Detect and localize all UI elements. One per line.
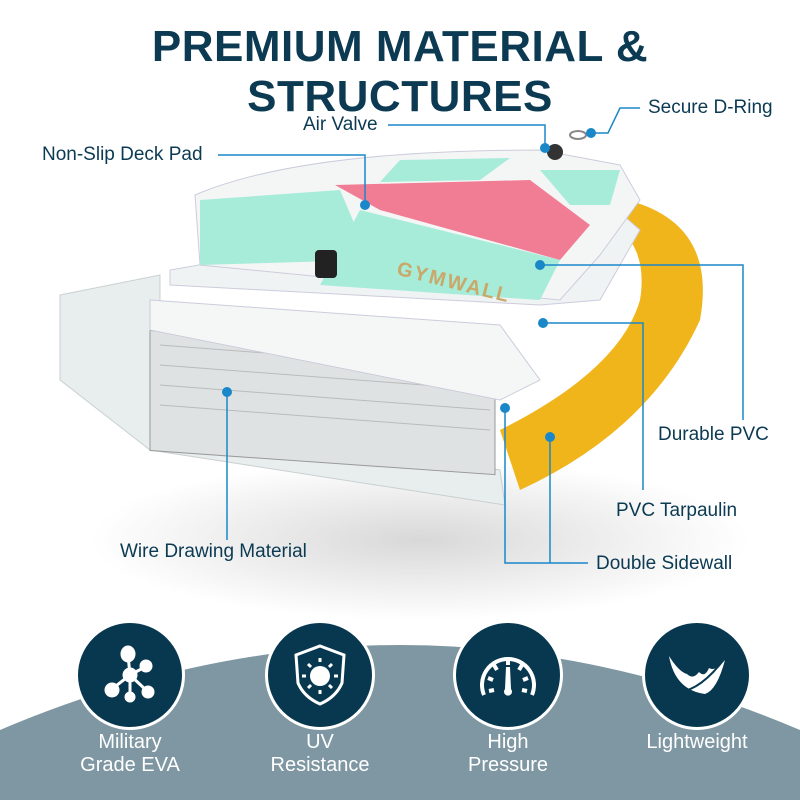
pink-pad: [335, 180, 590, 260]
gauge-icon: [480, 657, 536, 696]
yellow-rail: [500, 195, 703, 490]
feature-badge-uv: [265, 620, 375, 730]
feather-icon: [669, 656, 726, 694]
page-title: PREMIUM MATERIAL & STRUCTURES: [151, 22, 649, 121]
callout-durable-pvc: Durable PVC: [658, 424, 769, 445]
background-band: [0, 645, 800, 800]
feature-pressure-line2: Pressure: [467, 754, 549, 776]
feature-eva-line2: Grade EVA: [80, 754, 180, 776]
feature-badge-lightweight: [642, 620, 752, 730]
feature-lightweight-line1: Lightweight: [646, 731, 748, 753]
feature-uv-line1: UV: [306, 731, 334, 753]
air-valve: [547, 144, 563, 160]
feature-badge-eva: [75, 620, 185, 730]
callout-wire: Wire Drawing Material: [120, 541, 307, 562]
feature-badge-pressure: [453, 620, 563, 730]
d-ring: [569, 130, 587, 140]
feature-eva-line1: Military: [98, 731, 162, 753]
feature-pressure-line1: High: [487, 731, 529, 753]
callout-sidewall: Double Sidewall: [596, 553, 733, 574]
feature-uv-line2: Resistance: [270, 754, 370, 776]
callout-deck-pad: Non-Slip Deck Pad: [42, 144, 203, 165]
callout-air-valve: Air Valve: [303, 114, 378, 135]
carry-handle: [315, 250, 337, 278]
molecule-icon: [104, 645, 155, 703]
callout-d-ring: Secure D-Ring: [648, 97, 773, 118]
sun-shield-icon: [294, 644, 346, 706]
callout-tarpaulin: PVC Tarpaulin: [616, 500, 738, 521]
